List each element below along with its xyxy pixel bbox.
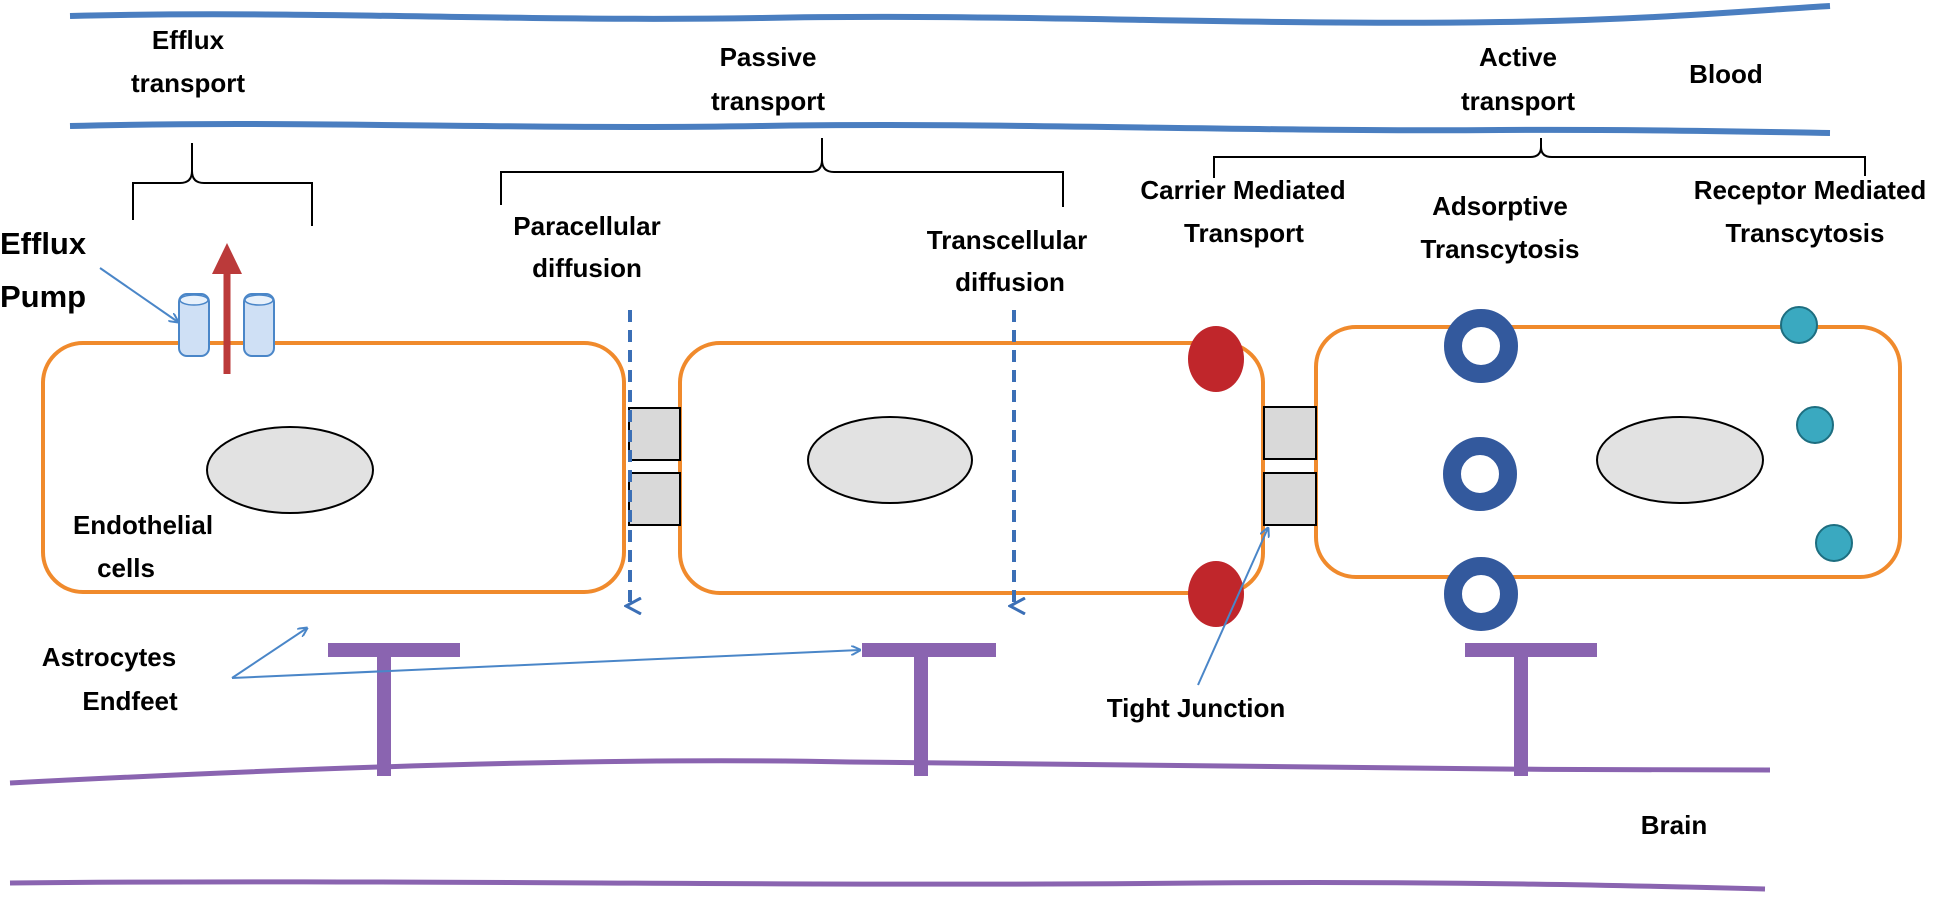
nucleus-middle xyxy=(807,416,973,504)
receptor-label-line2: Transcytosis xyxy=(1726,218,1885,248)
paracellular-label-line1: Paracellular xyxy=(513,211,660,241)
adsorptive-vesicle-bottom xyxy=(1444,557,1518,631)
astrocytes-label-line1: Astrocytes xyxy=(42,642,176,672)
efflux-arrow xyxy=(212,243,242,374)
passive-brace xyxy=(500,138,1064,207)
transcellular-label-line2: diffusion xyxy=(955,267,1065,297)
receptor-vesicle-1 xyxy=(1780,306,1818,344)
adsorptive-vesicle-middle xyxy=(1443,437,1517,511)
efflux-pump-label-line1: Efflux xyxy=(0,226,87,261)
endothelial-label-line2: cells xyxy=(97,553,155,583)
efflux-pump-label-line2: Pump xyxy=(0,279,86,314)
active-brace xyxy=(1213,138,1866,178)
astrocyte-endfoot-3 xyxy=(1465,643,1597,776)
astrocytes-label-line2: Endfeet xyxy=(82,686,178,716)
brain-label: Brain xyxy=(1641,810,1707,840)
receptor-label-line1: Receptor Mediated xyxy=(1694,175,1927,205)
adsorptive-label-line2: Transcytosis xyxy=(1421,234,1580,264)
tight-junction-label: Tight Junction xyxy=(1107,693,1286,723)
adsorptive-vesicle-top xyxy=(1444,309,1518,383)
blood-label: Blood xyxy=(1689,59,1763,89)
nucleus-left xyxy=(206,426,374,514)
adsorptive-label-line1: Adsorptive xyxy=(1432,191,1568,221)
passive-transport-label-line1: Passive xyxy=(720,42,817,72)
receptor-vesicle-3 xyxy=(1815,524,1853,562)
paracellular-label-line2: diffusion xyxy=(532,253,642,283)
efflux-brace xyxy=(132,143,313,226)
brain-line-bottom xyxy=(9,879,1766,892)
nucleus-right xyxy=(1596,416,1764,504)
tight-junction-block-3 xyxy=(1263,406,1317,460)
carrier-transporter-bottom xyxy=(1188,561,1244,627)
passive-transport-label-line2: transport xyxy=(711,86,825,116)
blood-wall-top xyxy=(69,3,1831,26)
transcellular-label-line1: Transcellular xyxy=(927,225,1087,255)
active-transport-label-line1: Active xyxy=(1479,42,1557,72)
endothelial-label-line1: Endothelial xyxy=(73,510,213,540)
tight-junction-pointer xyxy=(1197,528,1268,686)
tight-junction-block-4 xyxy=(1263,472,1317,526)
efflux-pump xyxy=(178,293,275,357)
carrier-label-line1: Carrier Mediated xyxy=(1140,175,1345,205)
astrocyte-pointer-1 xyxy=(231,628,307,679)
astrocyte-endfoot-2 xyxy=(862,643,996,776)
efflux-transport-label-line1: Efflux xyxy=(152,25,225,55)
carrier-label-line2: Transport xyxy=(1184,218,1304,248)
tight-junction-block-2 xyxy=(628,472,681,526)
brain-line-top xyxy=(9,758,1771,786)
astrocyte-pointer-2 xyxy=(231,650,860,679)
tight-junction-block-1 xyxy=(628,407,681,461)
receptor-vesicle-2 xyxy=(1796,406,1834,444)
active-transport-label-line2: transport xyxy=(1461,86,1575,116)
carrier-transporter-top xyxy=(1188,326,1244,392)
efflux-transport-label-line2: transport xyxy=(131,68,245,98)
blood-wall-bottom xyxy=(69,121,1831,136)
efflux-pump-pointer xyxy=(99,267,178,322)
